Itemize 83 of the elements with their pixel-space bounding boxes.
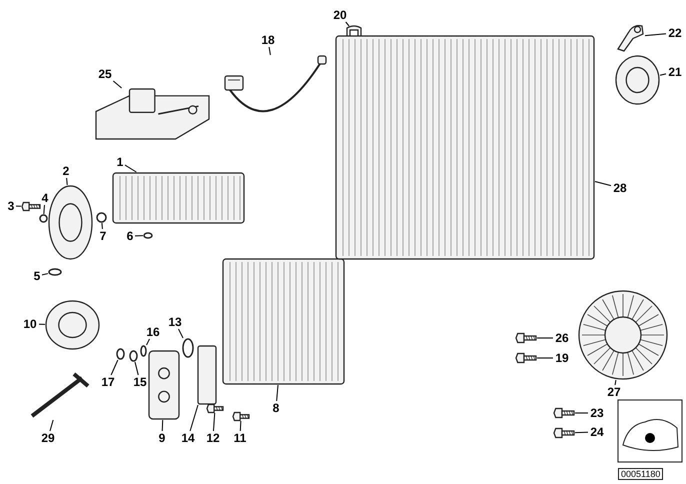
leader-line [574, 412, 588, 414]
callout-number: 7 [98, 229, 108, 243]
callout-number: 27 [605, 385, 623, 399]
screw-drawing [21, 202, 41, 211]
gasket-drawing [182, 338, 194, 358]
expansion-valve-drawing [148, 350, 180, 420]
callout-number: 1 [115, 155, 125, 169]
leader-line [574, 432, 588, 434]
callout-number: 14 [179, 431, 197, 445]
leader-line [112, 80, 122, 88]
callout-number: 28 [611, 181, 629, 195]
part-number-label: 00051180 [618, 468, 664, 480]
t-key-drawing [30, 372, 90, 420]
valve-drawing [45, 300, 100, 350]
leader-line [594, 180, 612, 186]
callout-number: 19 [553, 351, 571, 365]
callout-number: 21 [666, 65, 684, 79]
evaporator-drawing [222, 258, 345, 385]
leader-line [50, 420, 54, 432]
o-ring-drawing [140, 345, 147, 357]
callout-number: 23 [588, 406, 606, 420]
leader-line [134, 235, 144, 236]
leader-line [124, 164, 137, 172]
leader-line [38, 324, 46, 325]
callout-number: 11 [231, 431, 249, 445]
leader-line [178, 328, 184, 338]
o-ring-drawing [48, 268, 62, 276]
screw-drawing [232, 412, 250, 421]
leader-line [276, 384, 278, 402]
leader-line [268, 46, 271, 56]
o-ring-drawing [129, 350, 138, 362]
o-ring-drawing [96, 212, 107, 223]
callout-number: 17 [99, 375, 117, 389]
callout-number: 8 [271, 401, 281, 415]
callout-number: 5 [32, 269, 42, 283]
leader-line [190, 404, 198, 432]
leader-line [614, 380, 616, 386]
leader-line [16, 206, 22, 207]
callout-number: 10 [21, 317, 39, 331]
callout-number: 4 [40, 191, 50, 205]
callout-number: 18 [259, 33, 277, 47]
callout-number: 13 [166, 315, 184, 329]
flap-actuator-drawing [615, 55, 660, 105]
leader-line [134, 362, 139, 376]
heater-housing-drawing [335, 35, 595, 260]
callout-number: 12 [204, 431, 222, 445]
washer-drawing [39, 214, 48, 223]
callout-number: 25 [96, 67, 114, 81]
callout-number: 16 [144, 325, 162, 339]
washer-drawing [143, 232, 153, 239]
leader-line [43, 204, 45, 214]
leader-line [101, 222, 103, 230]
leader-line [162, 420, 164, 432]
callout-number: 20 [331, 8, 349, 22]
leader-line [660, 73, 666, 76]
control-unit-drawing [95, 88, 210, 140]
screw-drawing [553, 428, 575, 438]
plate-drawing [197, 345, 217, 405]
o-ring-drawing [116, 348, 125, 360]
blower-drawing [578, 290, 668, 380]
screw-drawing [553, 408, 575, 418]
callout-number: 9 [157, 431, 167, 445]
leader-line [212, 412, 216, 432]
leader-line [644, 33, 666, 36]
screw-drawing [515, 333, 537, 343]
callout-number: 2 [61, 164, 71, 178]
leader-line [66, 178, 68, 186]
callout-number: 22 [666, 26, 684, 40]
leader-line [345, 22, 350, 26]
callout-number: 15 [131, 375, 149, 389]
heater-core-drawing [112, 172, 245, 224]
callout-number: 29 [39, 431, 57, 445]
lever-drawing [615, 22, 645, 52]
callout-number: 26 [553, 331, 571, 345]
leader-line [146, 338, 150, 346]
callout-number: 6 [125, 229, 135, 243]
leader-line [42, 273, 48, 276]
leader-line [110, 360, 118, 376]
actuator-drawing [48, 185, 93, 260]
leader-line [240, 420, 242, 432]
callout-number: 24 [588, 425, 606, 439]
screw-drawing [515, 353, 537, 363]
callout-number: 3 [6, 199, 16, 213]
